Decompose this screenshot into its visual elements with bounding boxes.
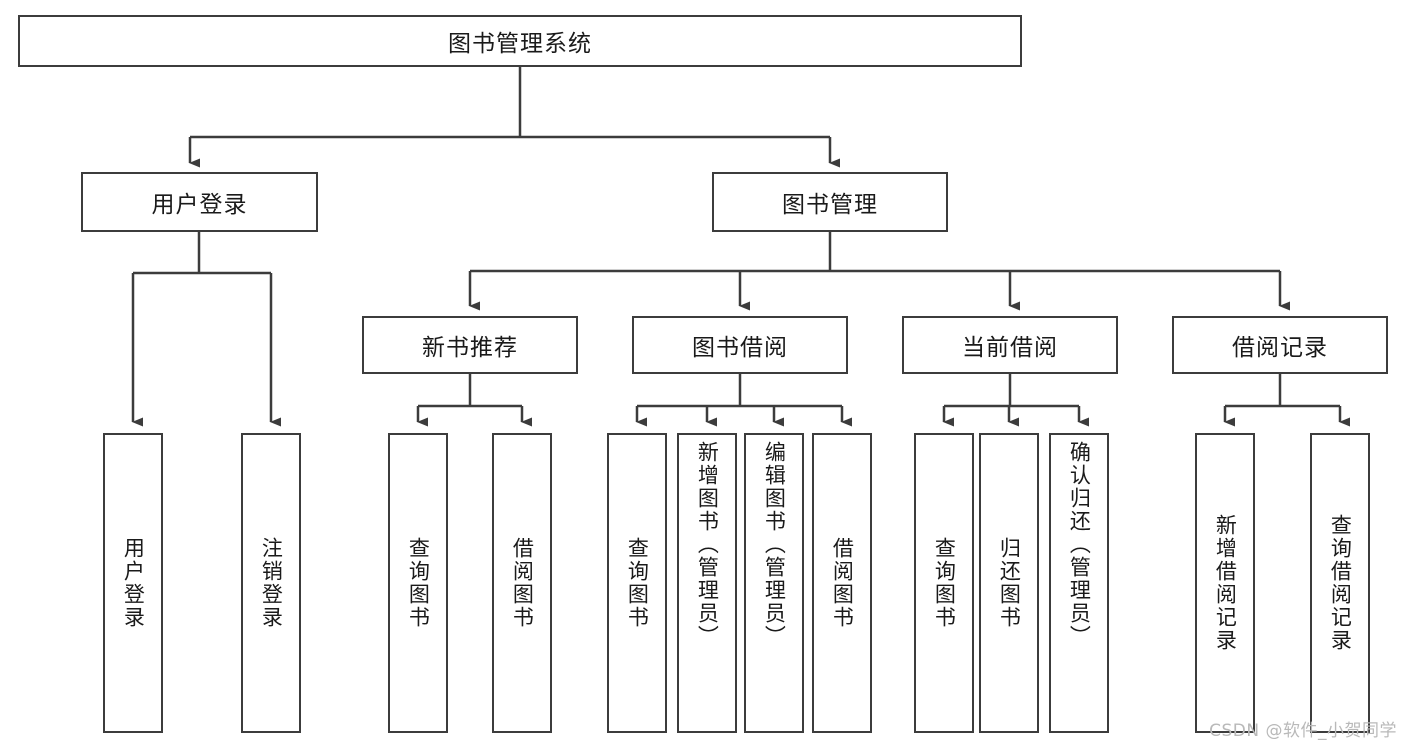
node-root[interactable]: 图书管理系统 (18, 15, 1022, 67)
node-leaf-return-book[interactable]: 归还图书 (979, 433, 1039, 733)
node-leaf-borrow-book-1-label: 借阅图书 (510, 537, 535, 629)
node-leaf-user-login-label: 用户登录 (121, 537, 146, 629)
node-leaf-add-book[interactable]: 新增图书（管理员） (677, 433, 737, 733)
node-leaf-add-borrow-record[interactable]: 新增借阅记录 (1195, 433, 1255, 733)
node-leaf-add-book-label: 新增图书（管理员） (695, 441, 720, 648)
node-borrow-record[interactable]: 借阅记录 (1172, 316, 1388, 374)
node-borrow-record-label: 借阅记录 (1232, 335, 1328, 361)
node-book-borrow-label: 图书借阅 (692, 335, 788, 361)
node-leaf-query-book-3-label: 查询图书 (932, 537, 957, 629)
node-leaf-user-login[interactable]: 用户登录 (103, 433, 163, 733)
node-leaf-logout-label: 注销登录 (259, 537, 284, 629)
node-root-label: 图书管理系统 (448, 31, 592, 57)
node-leaf-query-borrow-record-label: 查询借阅记录 (1328, 514, 1353, 652)
node-leaf-confirm-return-label: 确认归还（管理员） (1067, 441, 1092, 648)
node-leaf-query-book-1[interactable]: 查询图书 (388, 433, 448, 733)
node-book-management[interactable]: 图书管理 (712, 172, 948, 232)
node-leaf-query-book-2[interactable]: 查询图书 (607, 433, 667, 733)
node-leaf-return-book-label: 归还图书 (997, 537, 1022, 629)
node-current-borrow[interactable]: 当前借阅 (902, 316, 1118, 374)
node-leaf-borrow-book-2[interactable]: 借阅图书 (812, 433, 872, 733)
node-new-book-recommend-label: 新书推荐 (422, 335, 518, 361)
node-leaf-borrow-book-1[interactable]: 借阅图书 (492, 433, 552, 733)
node-leaf-edit-book-label: 编辑图书（管理员） (762, 441, 787, 648)
node-leaf-query-book-2-label: 查询图书 (625, 537, 650, 629)
node-user-login[interactable]: 用户登录 (81, 172, 318, 232)
node-leaf-query-book-3[interactable]: 查询图书 (914, 433, 974, 733)
node-leaf-edit-book[interactable]: 编辑图书（管理员） (744, 433, 804, 733)
node-user-login-label: 用户登录 (151, 192, 248, 218)
node-book-borrow[interactable]: 图书借阅 (632, 316, 848, 374)
node-book-management-label: 图书管理 (782, 192, 878, 218)
node-leaf-query-borrow-record[interactable]: 查询借阅记录 (1310, 433, 1370, 733)
node-leaf-add-borrow-record-label: 新增借阅记录 (1213, 514, 1238, 652)
node-new-book-recommend[interactable]: 新书推荐 (362, 316, 578, 374)
node-leaf-logout[interactable]: 注销登录 (241, 433, 301, 733)
node-leaf-confirm-return[interactable]: 确认归还（管理员） (1049, 433, 1109, 733)
node-leaf-borrow-book-2-label: 借阅图书 (830, 537, 855, 629)
watermark-text: CSDN @软件_小贺同学 (1209, 721, 1397, 741)
node-current-borrow-label: 当前借阅 (962, 335, 1058, 361)
node-leaf-query-book-1-label: 查询图书 (406, 537, 431, 629)
